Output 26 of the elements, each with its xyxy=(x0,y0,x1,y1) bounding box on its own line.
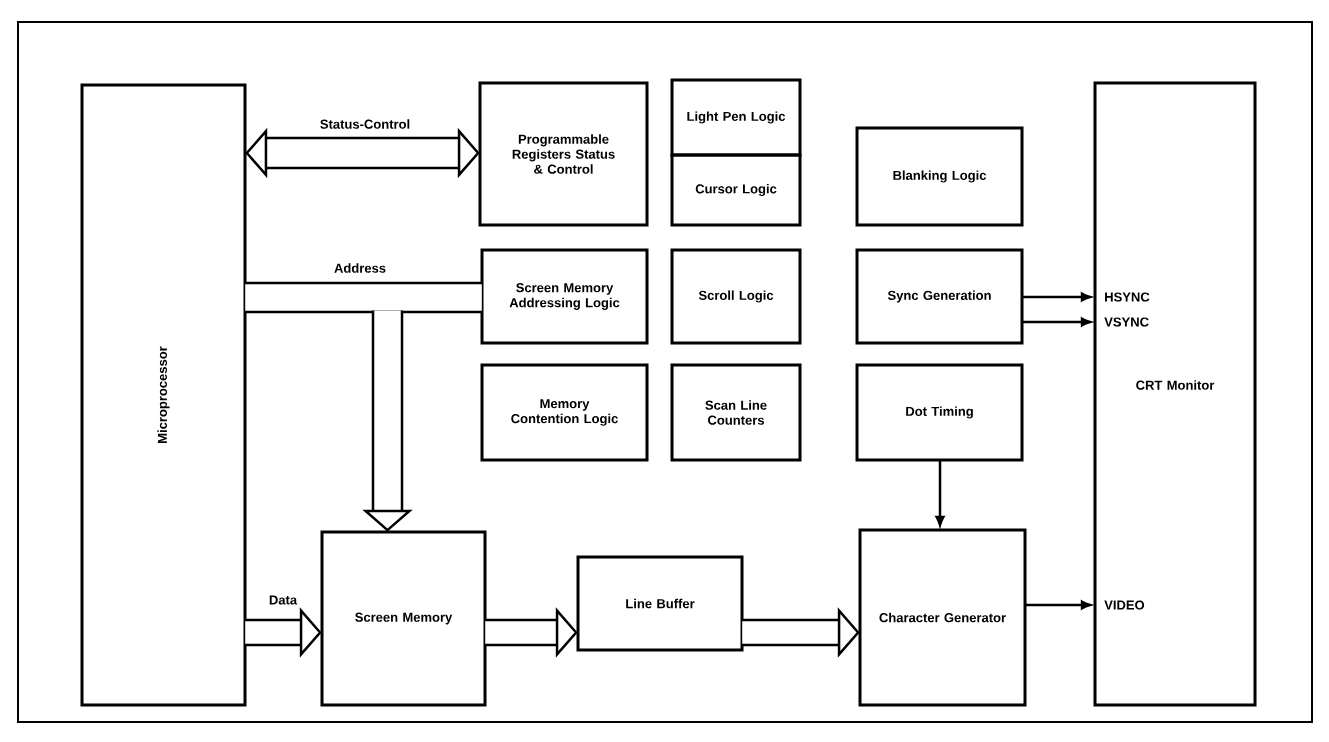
signal-name: VSYNC xyxy=(1103,316,1150,328)
connector xyxy=(245,127,480,179)
block-box: Memory Contention Logic xyxy=(480,363,649,462)
block-box: Sync Generation xyxy=(855,248,1024,345)
connector xyxy=(245,281,482,314)
block-box: Line Buffer xyxy=(576,555,744,652)
edge-label: Address xyxy=(333,262,387,274)
block-box: Dot Timing xyxy=(855,363,1024,462)
connector xyxy=(1022,317,1092,327)
block-box: Screen Memory Addressing Logic xyxy=(480,248,649,345)
connector xyxy=(1022,292,1092,302)
signal-name: VIDEO xyxy=(1103,599,1146,611)
signal-name: HSYNC xyxy=(1103,291,1151,303)
block-box: Microprocessor xyxy=(80,83,247,707)
connector xyxy=(1025,600,1092,610)
block-box: Scroll Logic xyxy=(670,248,802,345)
block-box: Blanking Logic xyxy=(855,126,1024,227)
block-box: Character Generator xyxy=(858,528,1027,707)
edge-label: Data xyxy=(267,594,299,606)
block-box: Scan Line Counters xyxy=(670,363,802,462)
connector xyxy=(935,460,945,527)
block-box: Screen Memory xyxy=(320,530,487,707)
block-box: Cursor Logic xyxy=(670,153,802,227)
edge-label: Status-Control xyxy=(318,118,412,130)
block-box: Programmable Registers Status & Control xyxy=(478,81,649,227)
block-box: Light Pen Logic xyxy=(670,78,802,157)
